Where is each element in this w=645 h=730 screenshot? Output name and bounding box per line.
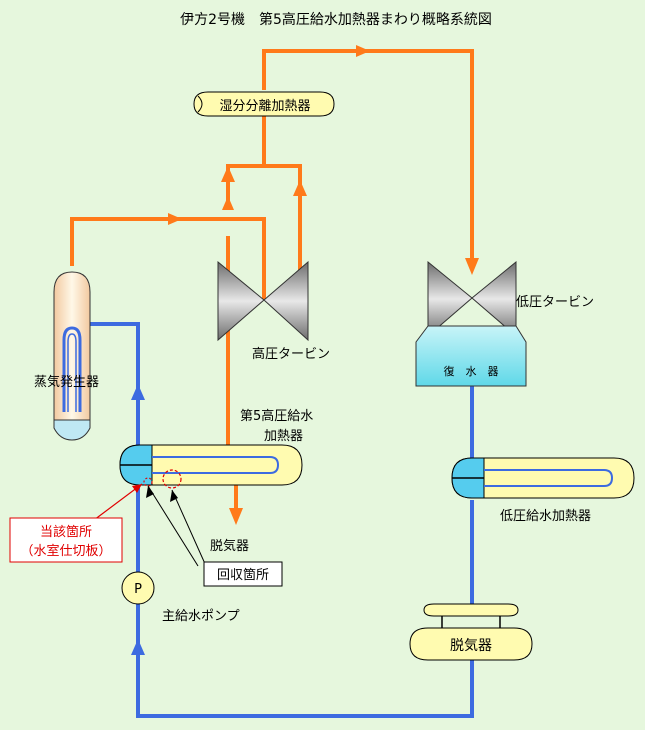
hp-heater-label-line1: 第5高圧給水	[240, 408, 313, 424]
deaerator-tank-label: 脱気器	[450, 638, 492, 654]
main-pump-label: 主給水ポンプ	[162, 609, 240, 624]
recovery-callout: 回収箇所	[146, 485, 283, 587]
flow-arrow-up	[131, 384, 145, 400]
flow-arrow-down	[465, 258, 479, 275]
diagram-title: 伊方2号機 第5高圧給水加熱器まわり概略系統図	[180, 11, 492, 28]
location-marker	[143, 477, 153, 487]
lp-heater-label: 低圧給水加熱器	[500, 509, 591, 524]
location-label-line1: 当該箇所	[40, 524, 92, 540]
recovery-marker	[162, 469, 182, 489]
flow-arrow-up	[221, 166, 235, 182]
hp-heater-label-line2: 加熱器	[264, 429, 303, 444]
lp-turbine: 低圧タービン	[427, 260, 594, 338]
hp-feedwater-heater-5: 第5高圧給水 加熱器	[119, 408, 313, 489]
flow-arrow-right	[356, 45, 370, 57]
hp-turbine-label: 高圧タービン	[252, 346, 330, 362]
deaerator-outlet-label: 脱気器	[210, 538, 249, 554]
moisture-separator-reheater: 湿分分離加熱器	[193, 91, 335, 117]
flow-arrow-up	[293, 180, 307, 196]
steam-generator-label: 蒸気発生器	[34, 374, 99, 390]
location-callout: 当該箇所 （水室仕切板）	[9, 483, 143, 563]
flow-arrow-up	[131, 639, 145, 655]
flow-arrow-down	[229, 508, 243, 525]
recovery-label: 回収箇所	[217, 567, 269, 583]
hp-turbine: 高圧タービン	[217, 260, 330, 362]
deaerator-tank: 脱気器	[409, 603, 533, 661]
moisture-separator-label: 湿分分離加熱器	[219, 99, 310, 114]
condenser: 復 水 器	[415, 325, 527, 387]
flow-arrow-up	[222, 196, 234, 210]
lp-turbine-label: 低圧タービン	[516, 295, 594, 310]
lp-feedwater-heater: 低圧給水加熱器	[451, 457, 635, 524]
feedwater-lines	[88, 322, 474, 718]
steam-generator: 蒸気発生器	[34, 271, 99, 441]
main-feedwater-pump: P 主給水ポンプ	[121, 571, 240, 624]
condenser-label: 復 水 器	[444, 365, 499, 378]
flow-arrow-right	[168, 213, 182, 225]
location-label-line2: （水室仕切板）	[20, 543, 111, 559]
pump-letter: P	[134, 582, 142, 597]
